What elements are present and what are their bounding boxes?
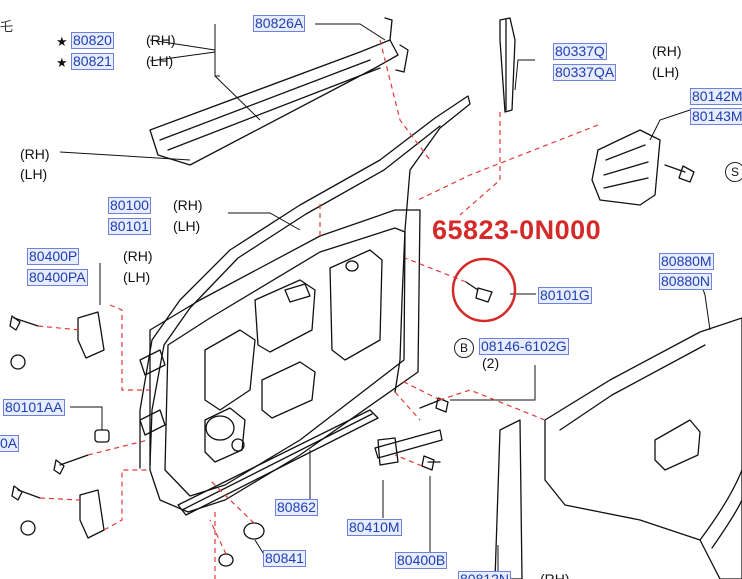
- part-link-80841[interactable]: 80841: [263, 550, 306, 567]
- side-rh-80812N: (RH): [540, 571, 570, 579]
- part-link-80820[interactable]: 80820: [71, 32, 114, 49]
- part-link-80101G[interactable]: 80101G: [538, 287, 592, 304]
- part-link-80826A[interactable]: 80826A: [253, 15, 306, 32]
- part-link-08146-6102G[interactable]: 08146-6102G: [479, 338, 569, 355]
- part-link-80410M[interactable]: 80410M: [347, 519, 402, 536]
- side-rh-80100: (RH): [173, 197, 203, 213]
- part-link-80101AA[interactable]: 80101AA: [3, 399, 65, 416]
- side-lh-80101: (LH): [173, 218, 201, 234]
- panel-cutout: [204, 329, 256, 411]
- highlight-circle: [451, 257, 517, 323]
- part-link-80400B[interactable]: 80400B: [395, 552, 448, 569]
- side-lh-80400PA: (LH): [123, 269, 151, 285]
- side-rh-80400P: (RH): [123, 248, 153, 264]
- part-link-80337Q[interactable]: 80337Q: [553, 43, 607, 60]
- part-link-80880N[interactable]: 80880N: [659, 273, 713, 290]
- highlighted-part-number: 65823-0N000: [432, 215, 602, 245]
- side-lh-80821: (LH): [146, 53, 174, 69]
- part-link-0A[interactable]: 0A: [0, 435, 20, 452]
- part-link-80143M[interactable]: 80143M: [690, 108, 742, 125]
- run-channel: [499, 17, 516, 113]
- part-link-80821[interactable]: 80821: [71, 53, 114, 70]
- part-link-80337QA[interactable]: 80337QA: [553, 64, 617, 81]
- quantity-label: (2): [482, 355, 500, 371]
- part-link-80400P[interactable]: 80400P: [27, 248, 80, 265]
- part-link-80812N[interactable]: 80812N: [458, 571, 512, 579]
- star-mark-1: ★: [56, 34, 68, 49]
- side-rh-80820: (RH): [146, 32, 176, 48]
- upper-hinge: [77, 311, 105, 359]
- part-link-80400PA[interactable]: 80400PA: [27, 269, 88, 286]
- door-check: [374, 429, 443, 459]
- lower-seal: [177, 409, 379, 516]
- sash-bracket: [591, 129, 661, 206]
- lower-hinge: [79, 489, 105, 539]
- bolt-s-marker: S: [725, 162, 742, 182]
- side-lh-moulding: (LH): [20, 166, 48, 182]
- part-link-80142M[interactable]: 80142M: [690, 88, 742, 105]
- window-sash-outline: [139, 95, 471, 469]
- outer-door-skin: [544, 317, 742, 579]
- edge-glyph: 乇: [0, 19, 14, 34]
- bolt-b-marker: B: [454, 338, 474, 358]
- part-link-80880M[interactable]: 80880M: [659, 253, 714, 270]
- window-sash-inner: [149, 125, 441, 466]
- side-rh-moulding: (RH): [20, 146, 50, 162]
- part-link-80862[interactable]: 80862: [275, 499, 318, 516]
- star-mark-2: ★: [56, 55, 68, 70]
- part-link-80101[interactable]: 80101: [108, 218, 151, 235]
- belt-moulding: [149, 39, 399, 166]
- door-inner-panel: [149, 209, 421, 513]
- side-rh-80337Q: (RH): [652, 43, 682, 59]
- part-link-80100[interactable]: 80100: [108, 197, 151, 214]
- side-lh-80337QA: (LH): [652, 64, 680, 80]
